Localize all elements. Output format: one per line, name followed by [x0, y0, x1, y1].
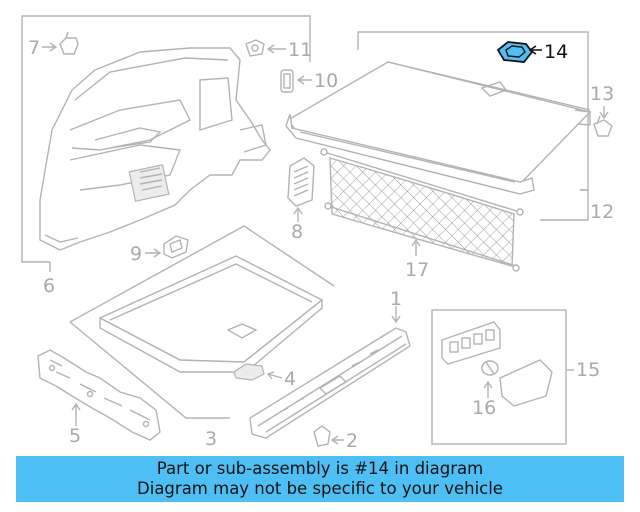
callout-7: 7 — [28, 37, 40, 59]
callout-2: 2 — [346, 430, 358, 452]
cover-cap-part-14 — [496, 41, 534, 63]
bracket-part-15 — [441, 321, 501, 365]
callout-11: 11 — [288, 39, 312, 61]
bracket-part-9 — [163, 235, 189, 259]
banner-line-2: Diagram may not be specific to your vehi… — [137, 479, 503, 498]
callout-14: 14 — [544, 41, 568, 63]
lamp-part-16 — [481, 359, 553, 407]
callout-10: 10 — [314, 70, 338, 92]
side-trim-panel — [39, 47, 271, 251]
clip-part-11 — [245, 39, 265, 57]
callout-12: 12 — [590, 201, 614, 223]
group-box-side-trim — [21, 15, 311, 272]
callout-3: 3 — [205, 428, 217, 450]
disclaimer-banner: Part or sub-assembly is #14 in diagram D… — [16, 456, 624, 502]
banner-line-1: Part or sub-assembly is #14 in diagram — [156, 459, 484, 478]
cover-part-4 — [233, 363, 265, 381]
callout-5: 5 — [69, 425, 81, 447]
callout-17: 17 — [405, 259, 429, 281]
group-box-cargo-cover — [357, 31, 589, 221]
callout-4: 4 — [284, 368, 296, 390]
group-box-15 — [431, 309, 567, 445]
group-box-floor — [69, 225, 335, 419]
callout-6: 6 — [43, 275, 55, 297]
hook-part-8 — [287, 157, 315, 207]
bracket-part-5 — [37, 349, 161, 441]
callout-16: 16 — [472, 397, 496, 419]
callout-15: 15 — [576, 359, 600, 381]
clip-part-13 — [593, 115, 613, 137]
leader-lines — [42, 42, 609, 445]
callout-numbers: 1 2 3 4 5 6 7 8 9 10 11 12 13 14 15 16 1… — [28, 37, 614, 452]
callout-8: 8 — [291, 221, 303, 243]
bracket-part-10 — [280, 69, 294, 93]
clip-part-7 — [59, 31, 79, 55]
callout-9: 9 — [130, 243, 142, 265]
sill-plate-part-1 — [249, 327, 411, 439]
callout-13: 13 — [590, 83, 614, 105]
clip-part-2 — [313, 425, 331, 447]
callout-1: 1 — [390, 288, 402, 310]
cargo-cover-part-12 — [285, 61, 592, 195]
floor-board-part-3 — [98, 255, 324, 373]
cargo-net-part-17 — [320, 148, 524, 272]
